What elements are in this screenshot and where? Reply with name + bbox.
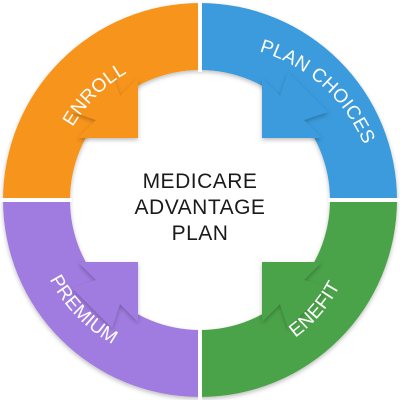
arrow-benefits xyxy=(262,262,328,328)
center-title-line-3: PLAN xyxy=(172,222,229,245)
arrow-premium xyxy=(72,262,138,328)
center-title-line-2: ADVANTAGE xyxy=(135,196,266,219)
center-title: MEDICARE ADVANTAGE PLAN xyxy=(135,170,266,245)
center-title-line-1: MEDICARE xyxy=(143,170,258,193)
arrow-plan-choices xyxy=(262,72,328,138)
arrow-enroll xyxy=(72,72,138,138)
